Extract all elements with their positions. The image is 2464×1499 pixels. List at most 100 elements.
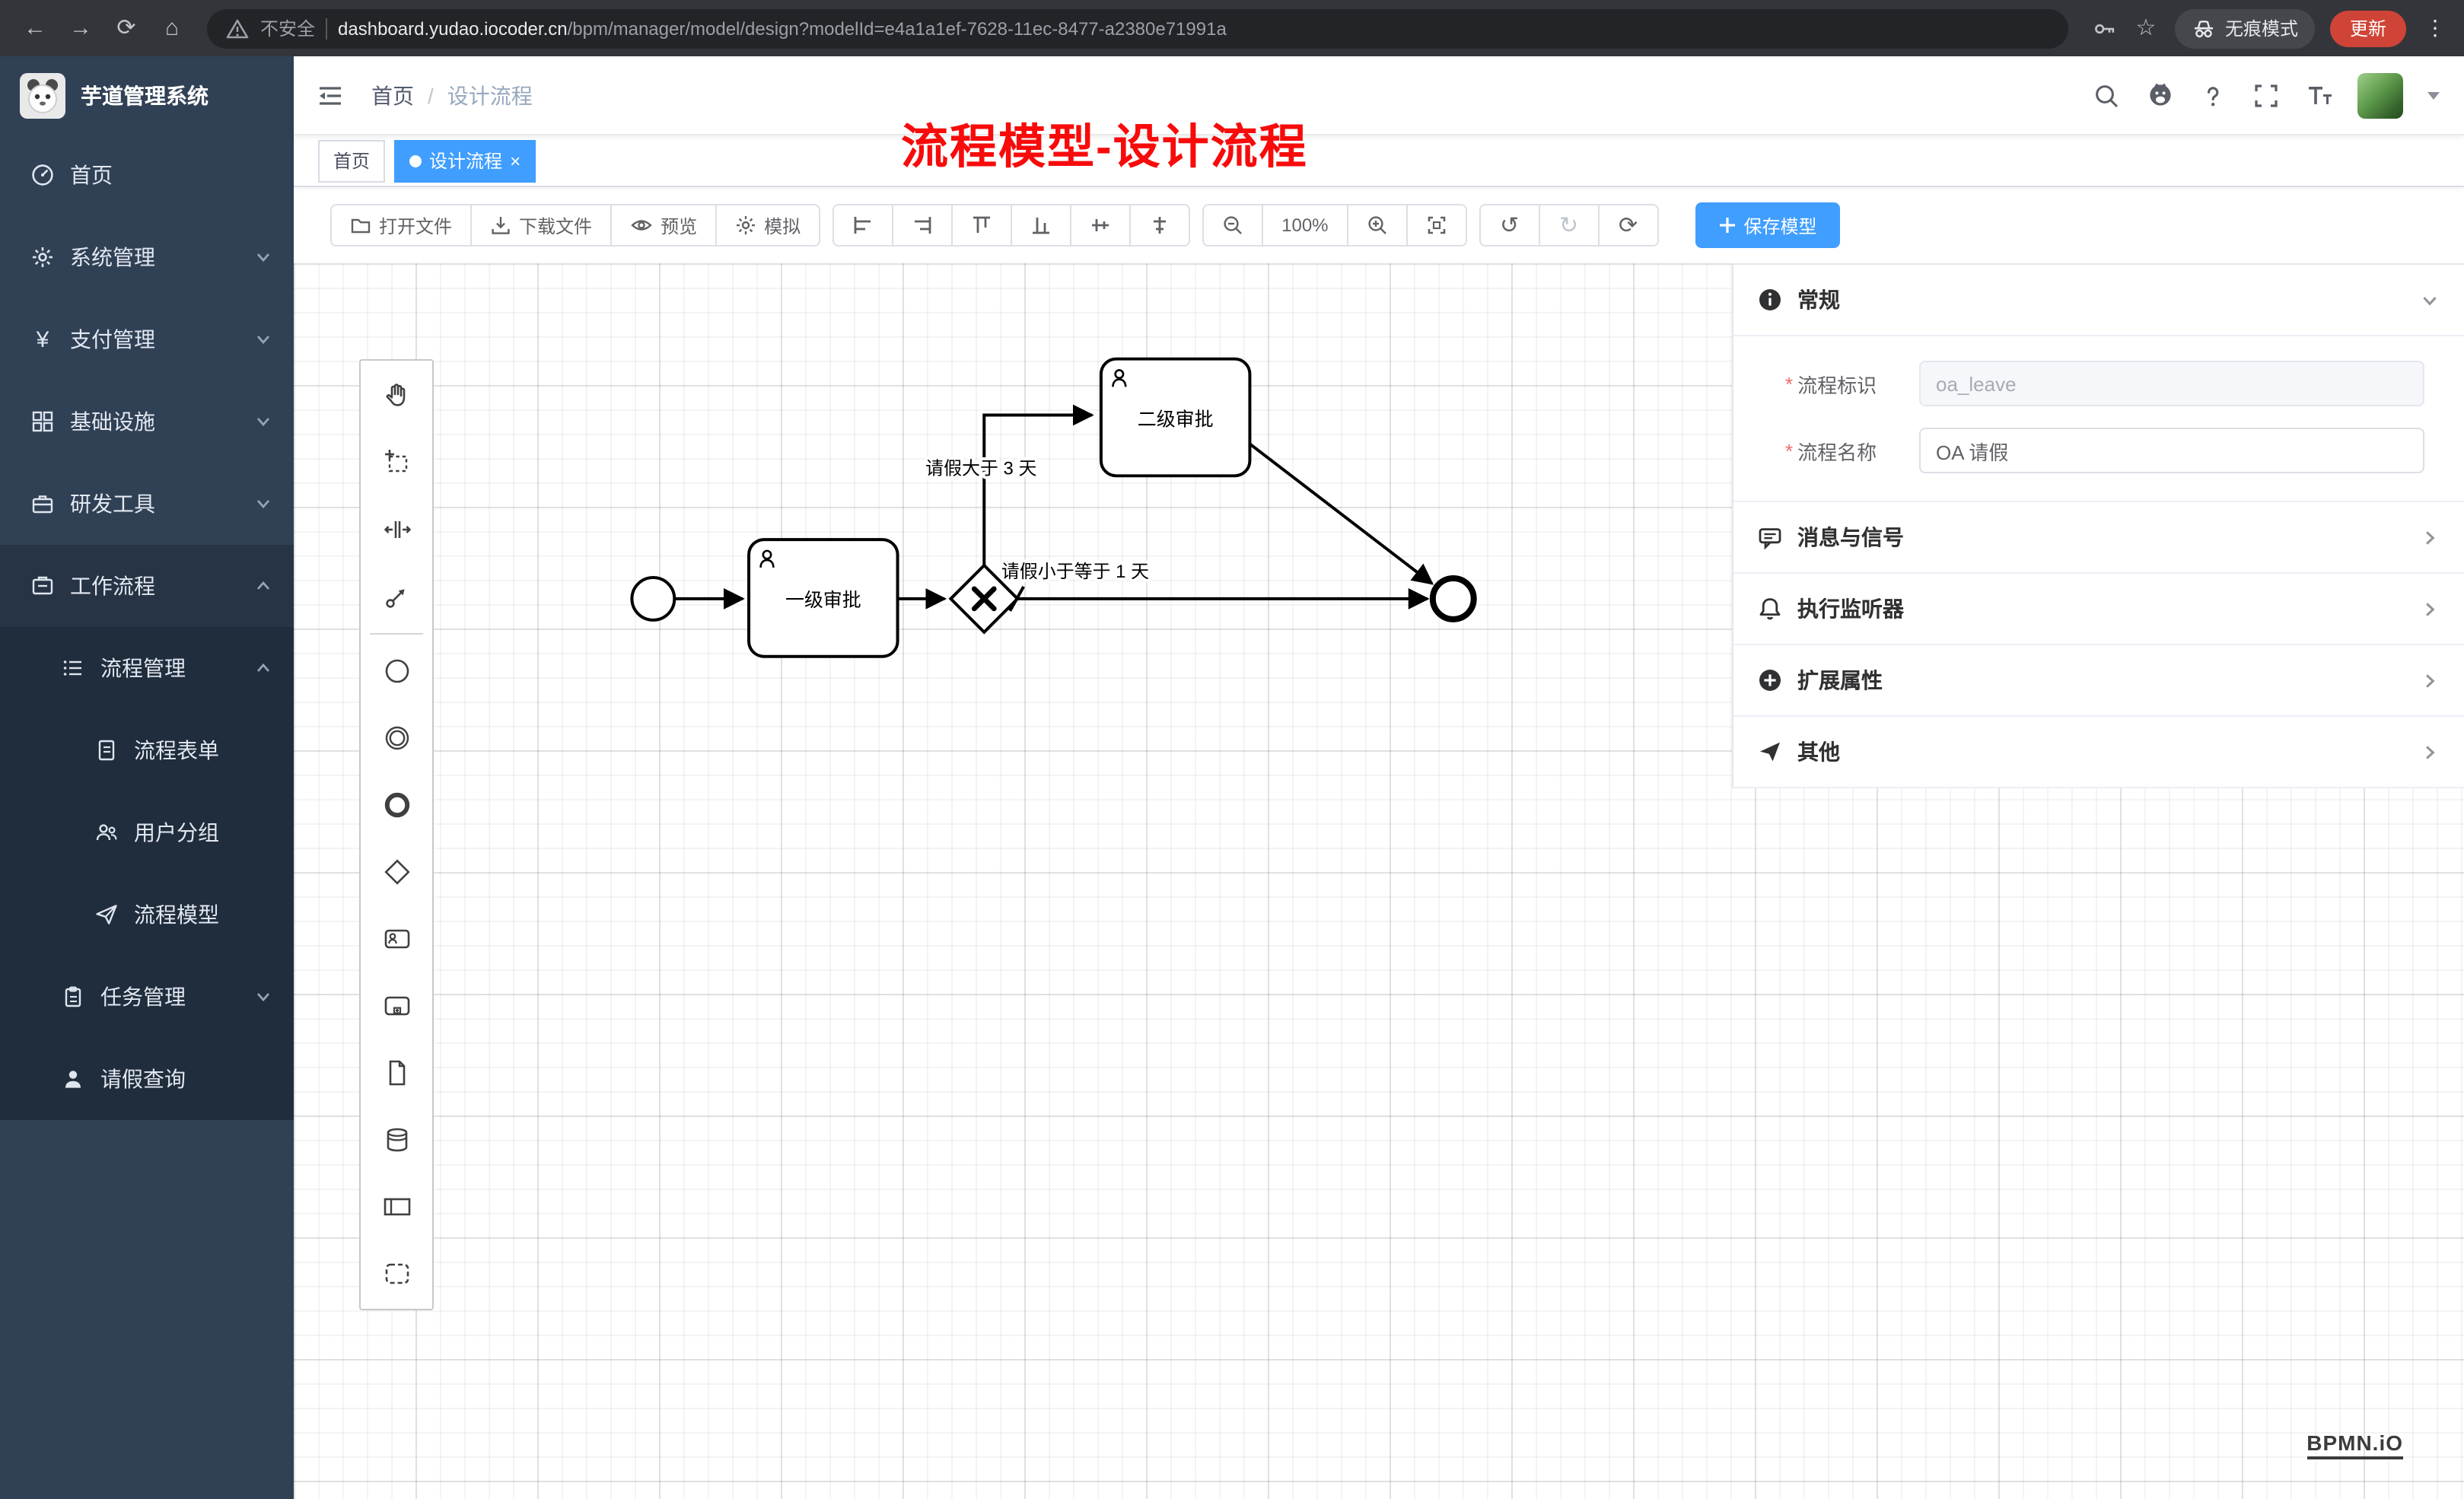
section-general[interactable]: 常规: [1733, 265, 2464, 335]
sidebar-item-leave-query[interactable]: 请假查询: [0, 1038, 294, 1120]
github-icon[interactable]: [2144, 80, 2175, 110]
url-bar[interactable]: 不安全 dashboard.yudao.iocoder.cn/bpm/manag…: [207, 8, 2068, 48]
active-dot: [409, 154, 422, 167]
app-header: 首页 / 设计流程: [294, 56, 2464, 135]
bpmn-designer: 打开文件 下载文件: [294, 187, 2464, 1499]
simulate-button[interactable]: 模拟: [715, 204, 821, 247]
app-logo[interactable]: 芋道管理系统: [0, 56, 294, 134]
sidebar-item-label: 首页: [70, 163, 113, 187]
gear-icon: [737, 216, 756, 234]
section-message-signal[interactable]: 消息与信号: [1733, 501, 2464, 572]
sidebar-item-workflow[interactable]: 工作流程: [0, 545, 294, 627]
conditional-flow-gt[interactable]: [982, 404, 1094, 566]
url-text: dashboard.yudao.iocoder.cn/bpm/manager/m…: [338, 18, 1227, 39]
exclusive-gateway[interactable]: [948, 563, 1020, 635]
zoom-out-button[interactable]: [1202, 204, 1264, 247]
align-bottom-button[interactable]: [1011, 204, 1072, 247]
help-icon[interactable]: [2198, 80, 2228, 110]
align-right-button[interactable]: [892, 204, 953, 247]
sidebar-item-user-group[interactable]: 用户分组: [0, 791, 294, 874]
bpmn-diagram: 一级审批: [630, 357, 1477, 658]
download-file-button[interactable]: 下载文件: [470, 204, 613, 247]
font-size-icon[interactable]: [2304, 80, 2335, 110]
zoom-level-button[interactable]: 100%: [1262, 204, 1348, 247]
key-icon[interactable]: [2093, 16, 2117, 40]
browser-menu-icon[interactable]: ⋮: [2424, 15, 2446, 40]
user-task-level2[interactable]: 二级审批: [1099, 357, 1252, 478]
create-data-object[interactable]: [361, 1039, 432, 1106]
process-name-input[interactable]: [1919, 428, 2424, 473]
align-top-button[interactable]: [951, 204, 1013, 247]
create-data-store[interactable]: [361, 1106, 432, 1173]
sidebar-item-process-model[interactable]: 流程模型: [0, 874, 294, 956]
sidebar-item-process-mgmt[interactable]: 流程管理: [0, 627, 294, 709]
flow-condition-label[interactable]: 请假小于等于 1 天: [998, 559, 1152, 585]
caret-down-icon[interactable]: [2426, 89, 2441, 101]
create-user-task[interactable]: [361, 905, 432, 972]
home-icon[interactable]: ⌂: [164, 14, 180, 40]
align-middle-button[interactable]: [1070, 204, 1132, 247]
sidebar-item-process-form[interactable]: 流程表单: [0, 709, 294, 791]
url-host: dashboard.yudao.iocoder.cn: [338, 18, 568, 39]
person-icon: [65, 1071, 81, 1088]
sidebar-item-task-mgmt[interactable]: 任务管理: [0, 956, 294, 1038]
sequence-flow[interactable]: [1249, 442, 1434, 585]
open-file-button[interactable]: 打开文件: [330, 204, 473, 247]
end-event[interactable]: [1429, 574, 1477, 622]
lasso-tool[interactable]: [361, 429, 432, 496]
forward-icon[interactable]: →: [69, 14, 92, 40]
sidebar-item-home[interactable]: 首页: [0, 134, 294, 216]
sidebar-item-label: 系统管理: [70, 245, 155, 269]
fullscreen-icon[interactable]: [2251, 80, 2281, 110]
back-icon[interactable]: ←: [24, 14, 46, 40]
annotation-text: 流程模型-设计流程: [901, 120, 1308, 173]
bpmn-canvas[interactable]: 一级审批: [294, 263, 2464, 1499]
save-model-button[interactable]: 保存模型: [1695, 202, 1840, 248]
align-center-button[interactable]: [1129, 204, 1191, 247]
sidebar-item-infra[interactable]: 基础设施: [0, 380, 294, 463]
create-gateway[interactable]: [361, 839, 432, 905]
tab-home[interactable]: 首页: [318, 139, 386, 182]
section-execution-listener[interactable]: 执行监听器: [1733, 572, 2464, 644]
bookmark-star-icon[interactable]: ☆: [2135, 14, 2157, 40]
sidebar-item-payment[interactable]: ¥ 支付管理: [0, 298, 294, 380]
create-subprocess[interactable]: [361, 972, 432, 1039]
start-event[interactable]: [630, 575, 676, 622]
flow-condition-label[interactable]: 请假大于 3 天: [922, 455, 1039, 482]
zoom-in-button[interactable]: [1346, 204, 1408, 247]
button-label: 打开文件: [379, 215, 453, 237]
reload-icon[interactable]: ⟳: [116, 14, 136, 40]
preview-button[interactable]: 预览: [610, 204, 718, 247]
create-end-event[interactable]: [361, 772, 432, 839]
sidebar-item-devtools[interactable]: 研发工具: [0, 463, 294, 545]
create-start-event[interactable]: [361, 638, 432, 705]
user-task-level1[interactable]: 一级审批: [747, 538, 899, 658]
section-other[interactable]: 其他: [1733, 715, 2464, 787]
search-icon[interactable]: [2091, 80, 2122, 110]
global-connect-tool[interactable]: [361, 563, 432, 630]
chevron-right-icon: [2426, 602, 2435, 616]
sidebar-item-label: 流程表单: [134, 738, 219, 762]
create-group[interactable]: [361, 1240, 432, 1307]
align-left-icon: [854, 217, 871, 234]
align-left-button[interactable]: [832, 204, 894, 247]
section-extended-attrs[interactable]: 扩展属性: [1733, 644, 2464, 715]
breadcrumb-root[interactable]: 首页: [371, 83, 414, 107]
space-tool[interactable]: [361, 496, 432, 563]
zoom-reset-button[interactable]: [1405, 204, 1467, 247]
chevron-down-icon: [256, 253, 270, 263]
avatar[interactable]: [2357, 72, 2403, 118]
restart-button[interactable]: ⟳: [1597, 204, 1659, 247]
create-participant[interactable]: [361, 1173, 432, 1240]
sidebar-item-system[interactable]: 系统管理: [0, 216, 294, 298]
tab-design[interactable]: 设计流程 ×: [394, 139, 536, 182]
undo-button[interactable]: ↺: [1479, 204, 1540, 247]
bpmnio-watermark[interactable]: BPMN.iO: [2306, 1431, 2403, 1459]
create-intermediate-event[interactable]: [361, 705, 432, 772]
hand-tool[interactable]: [361, 362, 432, 429]
close-icon[interactable]: ×: [510, 150, 521, 171]
hamburger-icon[interactable]: [317, 81, 344, 109]
update-button[interactable]: 更新: [2329, 10, 2406, 46]
redo-button[interactable]: ↻: [1538, 204, 1600, 247]
process-key-label: * 流程标识: [1785, 372, 1877, 396]
